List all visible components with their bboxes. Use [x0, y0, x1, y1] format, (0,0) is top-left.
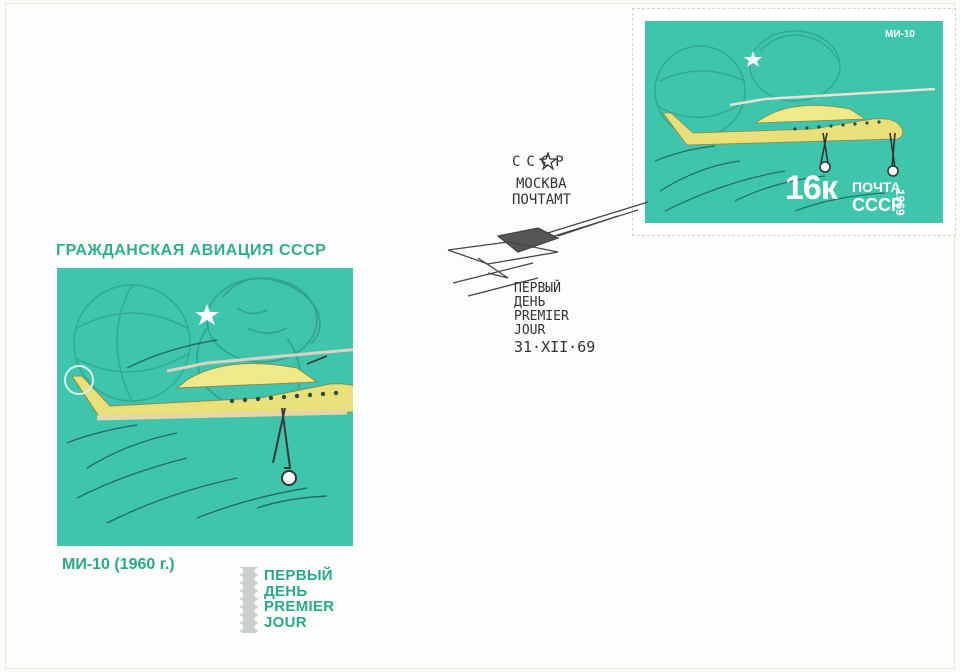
cachet-illustration — [57, 268, 353, 546]
first-day-label: ПЕРВЫЙ ДЕНЬ PREMIER JOUR — [240, 567, 358, 633]
stamp-year: 1969 — [893, 189, 907, 216]
postmark-office: ПОЧТАМТ — [512, 192, 572, 208]
postage-stamp: МИ-10 16к ПОЧТА СССР 1969 — [632, 8, 956, 236]
postmark-country: СССР — [512, 154, 570, 170]
postmark-airplane — [447, 201, 649, 297]
first-day-line: ПЕРВЫЙ — [264, 567, 333, 584]
stamp-model: МИ-10 — [885, 29, 915, 40]
postmark-first-day-line: ДЕНЬ — [514, 295, 546, 310]
globe-illustration — [73, 284, 191, 402]
postmark-first-day-line: PREMIER — [514, 309, 569, 324]
star-icon — [744, 51, 762, 67]
perforation-strip — [240, 567, 258, 633]
star-icon — [195, 304, 219, 325]
stamp-denomination: 16к — [785, 169, 838, 207]
first-day-line: PREMIER — [264, 598, 335, 615]
stamp-country-line2: СССР — [852, 195, 904, 215]
cachet-title: ГРАЖДАНСКАЯ АВИАЦИЯ СССР — [56, 242, 327, 259]
first-day-line: ДЕНЬ — [264, 582, 308, 600]
postmark-first-day-line: JOUR — [514, 323, 546, 338]
stamp-country-line1: ПОЧТА — [852, 179, 901, 195]
first-day-line: JOUR — [264, 613, 307, 631]
postmark-first-day-line: ПЕРВЫЙ — [514, 281, 561, 296]
helicopter-illustration — [64, 348, 353, 486]
postmark-first-day: ПЕРВЫЙ ДЕНЬ PREMIER JOUR — [514, 282, 569, 338]
postmark-star-icon — [539, 152, 557, 170]
postmark-date: 31·XII·69 — [514, 338, 596, 356]
postmark-city: МОСКВА — [516, 176, 567, 192]
cachet-caption: МИ-10 (1960 г.) — [62, 556, 175, 573]
stamp-illustration: МИ-10 16к ПОЧТА СССР 1969 — [645, 21, 943, 223]
